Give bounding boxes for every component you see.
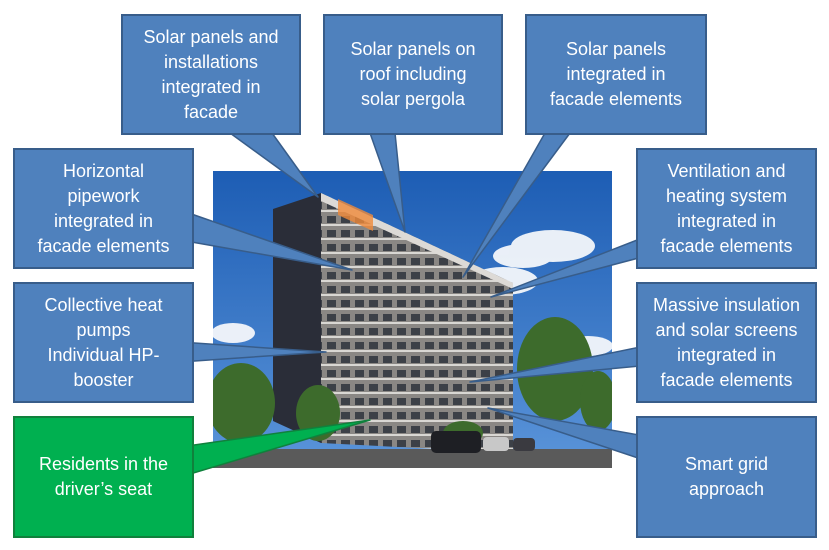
callout-line: integrated in <box>676 344 777 365</box>
callout-line: pipework <box>67 185 140 206</box>
callout-solar-facade-installations: Solar panels and installations integrate… <box>121 14 301 135</box>
callout-line: Collective heat <box>44 294 163 315</box>
callout-line: approach <box>688 479 765 499</box>
callout-line: Individual HP- <box>47 344 160 365</box>
connector-solar-facade-installations <box>229 132 319 198</box>
callout-line: Solar panels and <box>143 26 279 47</box>
callout-line: Solar panels <box>565 39 667 59</box>
callout-line: driver’s seat <box>54 479 153 499</box>
cars <box>431 431 535 453</box>
callout-line: integrated in <box>676 210 777 231</box>
callout-line: booster <box>73 369 134 390</box>
callout-line: Ventilation and <box>667 160 786 181</box>
connector-horizontal-pipework <box>179 209 353 271</box>
callout-line: Horizontal <box>62 160 145 181</box>
callout-solar-facade-elements: Solar panels integrated in facade elemen… <box>525 14 707 135</box>
callout-horizontal-pipework: Horizontal pipework integrated in facade… <box>13 148 194 269</box>
callout-insulation-screens: Massive insulation and solar screens int… <box>636 282 817 403</box>
callout-heat-pumps: Collective heat pumps Individual HP- boo… <box>13 282 194 403</box>
callout-line: roof including <box>359 64 467 84</box>
connector-solar-facade-elements <box>462 132 571 278</box>
callout-smart-grid: Smart grid approach <box>636 416 817 538</box>
connector-solar-roof-pergola <box>369 132 406 233</box>
callout-ventilation-heating: Ventilation and heating system integrate… <box>636 148 817 269</box>
callout-line: integrated in <box>53 210 154 231</box>
callout-line: Smart grid <box>684 454 769 474</box>
connector-insulation-screens <box>469 344 651 383</box>
callout-line: facade <box>183 101 239 122</box>
connector-residents <box>179 419 371 478</box>
callout-residents: Residents in the driver’s seat <box>13 416 194 538</box>
callout-line: pumps <box>76 319 131 340</box>
callout-line: integrated in <box>566 64 666 84</box>
callout-line: and solar screens <box>655 319 798 340</box>
callout-line: Solar panels on <box>350 39 476 59</box>
callout-line: facade elements <box>37 235 170 256</box>
road <box>213 449 612 468</box>
connector-heat-pumps <box>179 341 327 363</box>
callout-line: facade elements <box>660 369 793 390</box>
callout-line: facade elements <box>660 235 793 256</box>
callout-solar-roof-pergola: Solar panels on roof including solar per… <box>323 14 503 135</box>
connector-ventilation-heating <box>490 234 651 298</box>
callout-line: installations <box>163 51 259 72</box>
connector-smart-grid <box>487 407 651 463</box>
callout-line: integrated in <box>161 76 261 97</box>
callout-line: facade elements <box>549 89 683 109</box>
callout-line: Massive insulation <box>652 294 801 315</box>
callout-line: heating system <box>665 185 788 206</box>
callout-line: solar pergola <box>360 89 466 109</box>
callout-line: Residents in the <box>38 454 169 474</box>
